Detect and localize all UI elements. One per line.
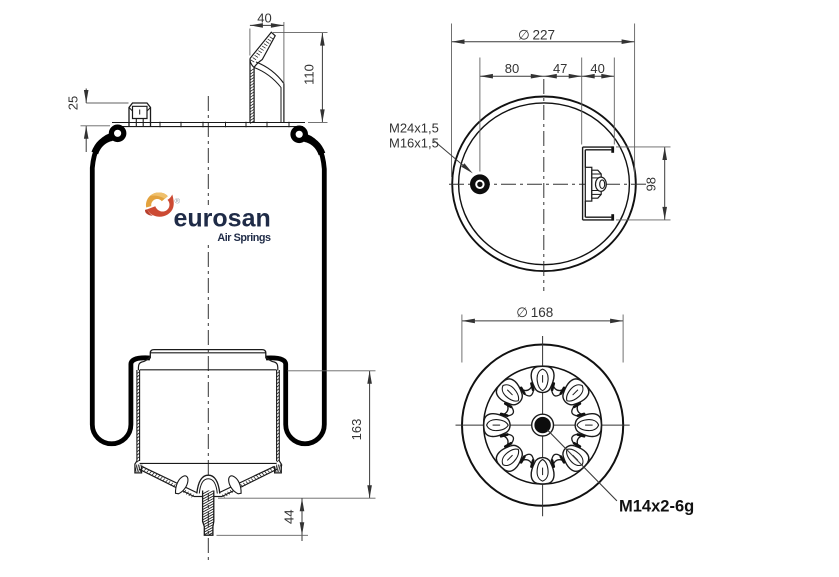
svg-text:80: 80: [505, 61, 519, 76]
svg-text:M14x2-6g: M14x2-6g: [619, 498, 694, 516]
svg-text:44: 44: [282, 510, 297, 524]
svg-text:eurosan: eurosan: [174, 205, 271, 233]
svg-text:∅ 227: ∅ 227: [518, 28, 555, 43]
svg-text:163: 163: [349, 419, 364, 441]
svg-text:40: 40: [590, 61, 604, 76]
svg-text:47: 47: [553, 61, 567, 76]
svg-text:110: 110: [302, 64, 317, 85]
svg-text:∅ 168: ∅ 168: [516, 305, 553, 320]
svg-text:25: 25: [66, 96, 81, 110]
svg-text:98: 98: [644, 177, 659, 191]
svg-text:Air Springs: Air Springs: [217, 232, 271, 244]
svg-text:®: ®: [175, 196, 181, 205]
svg-text:40: 40: [257, 11, 271, 26]
svg-text:M16x1,5: M16x1,5: [389, 136, 439, 151]
svg-text:M24x1,5: M24x1,5: [389, 121, 439, 136]
